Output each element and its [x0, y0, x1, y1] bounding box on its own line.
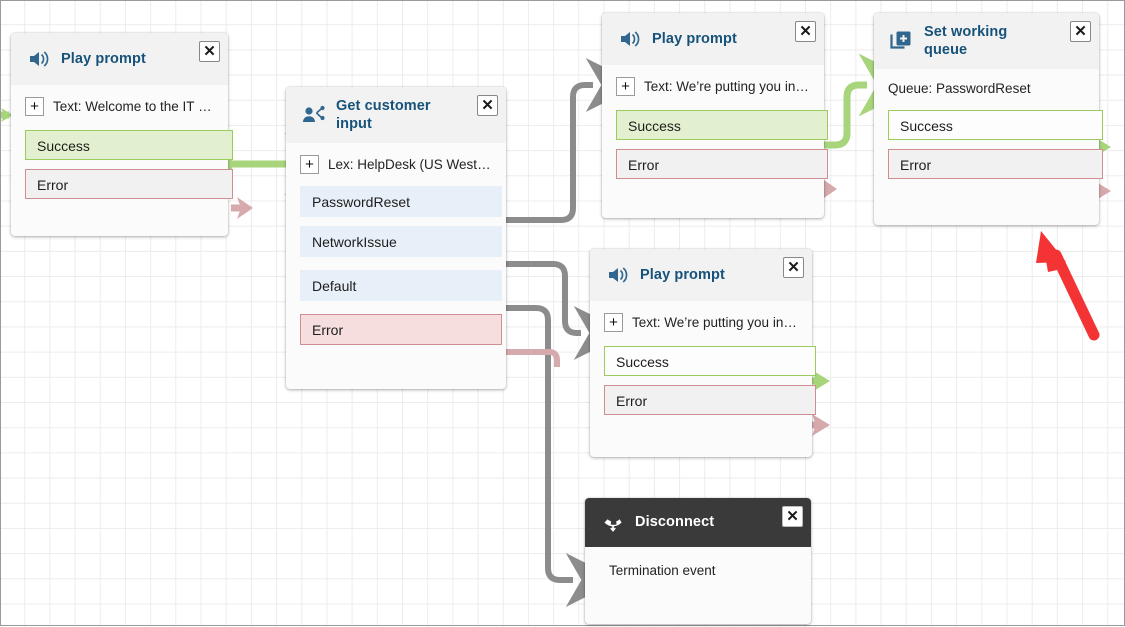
node-header[interactable]: Get customer input ✕	[286, 87, 506, 143]
node-title: Play prompt	[652, 30, 737, 47]
node-play-prompt-welcome[interactable]: Play prompt ✕ + Text: Welcome to the IT …	[11, 33, 233, 236]
node-title: Get customer input	[336, 97, 431, 132]
param-row[interactable]: Queue: PasswordReset	[874, 69, 1099, 108]
disconnect-icon	[601, 511, 625, 535]
branch-label: PasswordReset	[312, 194, 411, 210]
branch-label: NetworkIssue	[312, 234, 397, 250]
branch-list: Success Error	[602, 108, 828, 179]
node-body: + Text: Welcome to the IT Hel... Success…	[11, 85, 233, 222]
branch-label: Default	[312, 278, 357, 294]
param-row[interactable]: + Text: We’re putting you in a ...	[602, 65, 824, 108]
node-title: Disconnect	[635, 514, 715, 531]
branch-label: Error	[900, 157, 932, 173]
node-body: Termination event	[585, 547, 811, 604]
plus-icon[interactable]: +	[25, 97, 44, 116]
branch-success[interactable]: Success	[25, 130, 233, 160]
close-icon[interactable]: ✕	[199, 41, 220, 62]
param-row: Termination event	[585, 547, 811, 590]
node-title: Set working queue	[924, 23, 1008, 58]
speaker-icon	[606, 263, 630, 287]
branch-error[interactable]: Error	[25, 169, 233, 199]
branch-error[interactable]: Error	[888, 149, 1103, 179]
param-text: Text: We’re putting you in a ...	[644, 79, 812, 94]
node-body: + Lex: HelpDesk (US West: O... PasswordR…	[286, 143, 506, 368]
branch-label: Success	[37, 138, 90, 154]
param-text: Termination event	[609, 563, 716, 578]
branch-list: Success Error	[11, 128, 233, 199]
node-body: + Text: We’re putting you in a ... Succe…	[590, 301, 816, 438]
node-title: Play prompt	[640, 266, 725, 283]
branch-label: Success	[616, 354, 669, 370]
node-play-prompt-queue-mid[interactable]: Play prompt ✕ + Text: We’re putting you …	[590, 249, 816, 457]
node-get-customer-input[interactable]: Get customer input ✕ + Lex: HelpDesk (US…	[286, 87, 506, 389]
node-header[interactable]: Play prompt ✕	[11, 33, 228, 85]
param-row[interactable]: + Text: Welcome to the IT Hel...	[11, 85, 228, 128]
branch-list: Success Error	[874, 108, 1103, 179]
node-header[interactable]: Play prompt ✕	[590, 249, 812, 301]
close-icon[interactable]: ✕	[795, 21, 816, 42]
node-title: Play prompt	[61, 50, 146, 67]
get-customer-input-icon	[302, 103, 326, 127]
branch-label: Success	[900, 118, 953, 134]
node-header[interactable]: Disconnect ✕	[585, 498, 811, 547]
node-body: + Text: We’re putting you in a ... Succe…	[602, 65, 828, 202]
branch-default[interactable]: Default	[300, 270, 502, 301]
param-text: Queue: PasswordReset	[888, 81, 1031, 96]
node-disconnect[interactable]: Disconnect ✕ Termination event	[585, 498, 811, 624]
branch-label: Error	[628, 157, 660, 173]
node-header[interactable]: Set working queue ✕	[874, 13, 1099, 69]
speaker-icon	[27, 47, 51, 71]
node-set-working-queue[interactable]: Set working queue ✕ Queue: PasswordReset…	[874, 13, 1103, 225]
plus-icon[interactable]: +	[300, 155, 319, 174]
branch-error[interactable]: Error	[604, 385, 816, 415]
param-text: Text: Welcome to the IT Hel...	[53, 99, 216, 114]
speaker-icon	[618, 27, 642, 51]
branch-list: PasswordReset NetworkIssue Default Error	[286, 184, 506, 345]
param-row[interactable]: + Text: We’re putting you in a ...	[590, 301, 812, 344]
branch-networkissue[interactable]: NetworkIssue	[300, 226, 502, 257]
close-icon[interactable]: ✕	[477, 95, 498, 116]
branch-label: Error	[312, 322, 344, 338]
param-text: Lex: HelpDesk (US West: O...	[328, 157, 494, 172]
close-icon[interactable]: ✕	[1070, 21, 1091, 42]
plus-icon[interactable]: +	[616, 77, 635, 96]
node-header[interactable]: Play prompt ✕	[602, 13, 824, 65]
close-icon[interactable]: ✕	[783, 257, 804, 278]
node-play-prompt-queue-top[interactable]: Play prompt ✕ + Text: We’re putting you …	[602, 13, 828, 218]
branch-label: Error	[616, 393, 648, 409]
branch-error[interactable]: Error	[300, 314, 502, 345]
plus-icon[interactable]: +	[604, 313, 623, 332]
branch-label: Error	[37, 177, 69, 193]
branch-label: Success	[628, 118, 681, 134]
node-body: Queue: PasswordReset Success Error	[874, 69, 1103, 202]
set-working-queue-icon	[890, 29, 914, 53]
close-icon[interactable]: ✕	[782, 506, 803, 527]
branch-success[interactable]: Success	[888, 110, 1103, 140]
branch-list: Success Error	[590, 344, 816, 415]
param-row[interactable]: + Lex: HelpDesk (US West: O...	[286, 143, 506, 186]
branch-error[interactable]: Error	[616, 149, 828, 179]
annotation-arrow	[1036, 231, 1100, 341]
branch-success[interactable]: Success	[616, 110, 828, 140]
branch-success[interactable]: Success	[604, 346, 816, 376]
param-text: Text: We’re putting you in a ...	[632, 315, 800, 330]
branch-passwordreset[interactable]: PasswordReset	[300, 186, 502, 217]
